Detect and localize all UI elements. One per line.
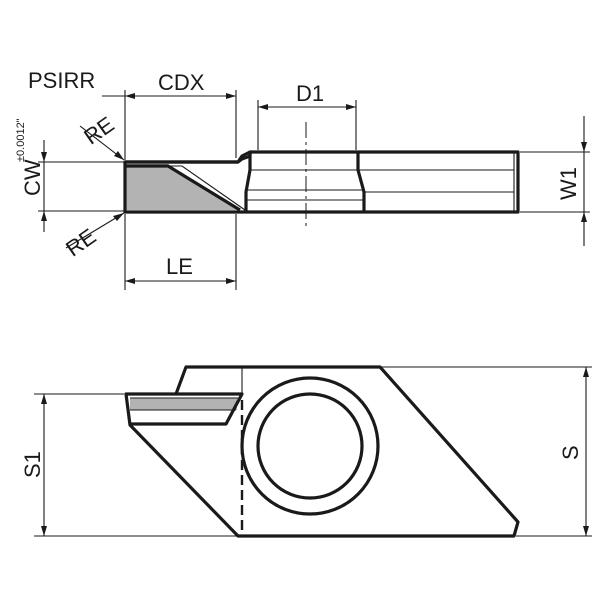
cdx-arrow-right [226, 93, 236, 99]
w1-label: W1 [556, 167, 581, 200]
hole-section-right [356, 152, 366, 212]
top-view: D1 CDX PSIRR RE RE CW ±0.0012" W1 [15, 68, 590, 290]
d1-label: D1 [296, 81, 324, 106]
d1-arrow-left [258, 104, 268, 110]
le-arrow-left [125, 278, 135, 284]
bottom-view: S1 S [20, 365, 592, 538]
d1-arrow-right [346, 104, 356, 110]
le-arrow-right [226, 278, 236, 284]
re-top-label: RE [79, 112, 118, 150]
hole-outer-circle [240, 376, 380, 516]
w1-arrow-bottom [581, 212, 587, 222]
s-arrow-top [583, 367, 589, 377]
re-top-arrow [114, 151, 124, 160]
w1-arrow-top [581, 142, 587, 152]
cdx-label: CDX [158, 70, 205, 95]
cw-arrow-bottom [41, 211, 47, 221]
side-tip-fill [130, 398, 237, 410]
cw-label: CW [20, 159, 45, 196]
cw-tolerance-label: ±0.0012" [15, 118, 27, 162]
cw-arrow-top [41, 152, 47, 162]
re-bottom-label: RE [61, 223, 100, 261]
side-body-outline [124, 365, 520, 538]
s1-arrow-top [41, 394, 47, 404]
le-label: LE [166, 254, 193, 279]
s1-label: S1 [20, 451, 45, 478]
cdx-arrow-left [125, 93, 135, 99]
re-bottom-leader [65, 212, 125, 249]
cutting-tip-fill [125, 164, 238, 210]
re-bottom-arrow [113, 213, 124, 221]
body-step [125, 150, 251, 164]
hole-section-left [244, 152, 252, 212]
s1-arrow-bottom [41, 526, 47, 536]
hole-inner-circle [256, 392, 364, 500]
s-label: S [558, 445, 583, 460]
chip-breaker-inner-line [168, 165, 246, 211]
psirr-label: PSIRR [28, 68, 95, 93]
s-arrow-bottom [583, 526, 589, 536]
side-ridge [130, 392, 244, 426]
